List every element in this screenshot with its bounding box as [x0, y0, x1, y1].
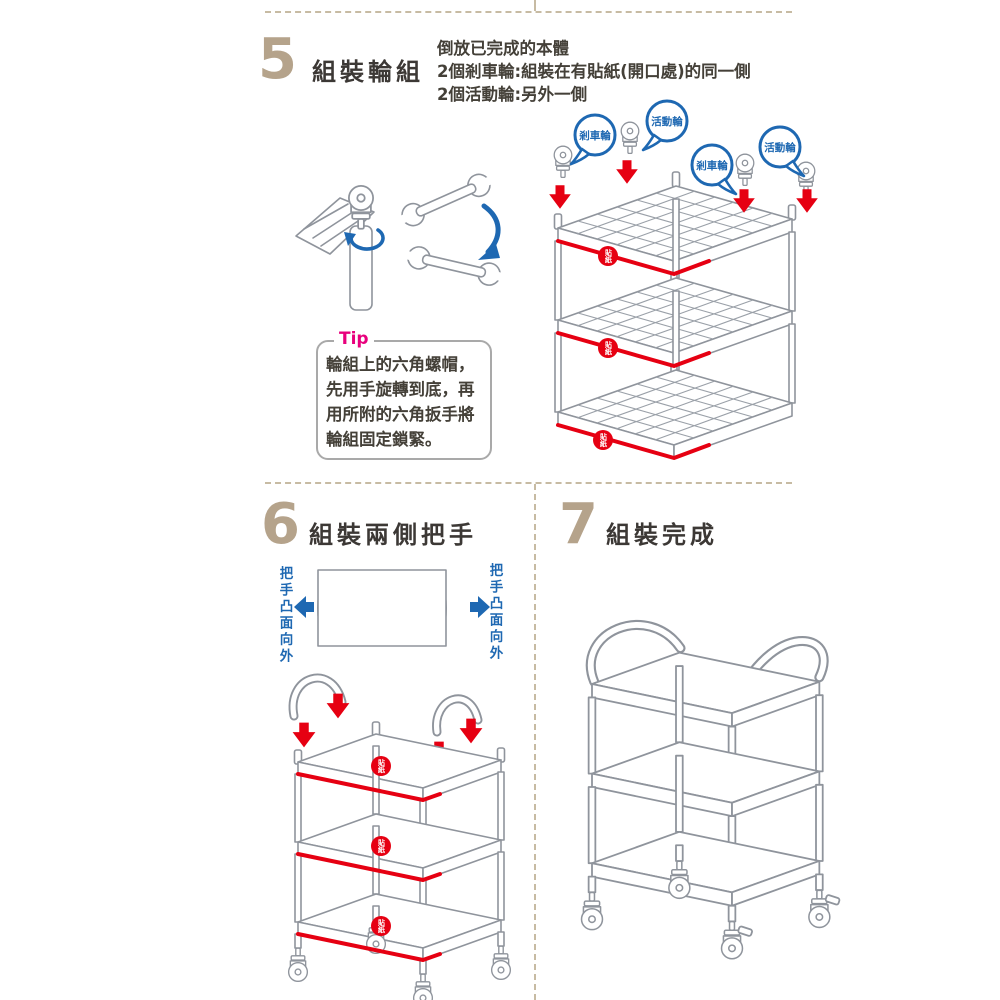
tip-line: 輪組固定鎖緊。: [326, 430, 442, 449]
rotate-arrow-icon: [344, 228, 385, 251]
brake-tab: [737, 894, 841, 937]
cart-tray: [591, 651, 821, 728]
cart-tray: [591, 830, 821, 907]
cart-tray: [297, 813, 502, 881]
caster-wheel-icon: [553, 145, 573, 179]
caster-wheel-icon: [735, 153, 755, 187]
tip-text: 輪組上的六角螺帽， 先用手旋轉到底，再 用所附的六角扳手將 輪組固定鎖緊。: [326, 352, 475, 452]
tip-box: [316, 340, 492, 460]
caster-wheel-icon: [620, 121, 640, 155]
caster-wheel-icon: [796, 161, 816, 195]
sticker-badge: 貼紙: [371, 756, 391, 776]
sticker-badge: 貼紙: [371, 916, 391, 936]
handle-note-left: 把手凸面向外: [276, 566, 293, 665]
tip-line: 先用手旋轉到底，再: [326, 380, 475, 399]
caster-wheel-icon: [490, 945, 512, 981]
wheel-label: 剎車輪: [578, 129, 611, 142]
tip-line: 用所附的六角扳手將: [326, 405, 475, 424]
wheel-label-bubble: 活動輪: [641, 99, 689, 152]
caster-wheel-icon: [287, 947, 309, 983]
tip-line: 輪組上的六角螺帽，: [326, 355, 475, 374]
step7-title: 組裝完成: [606, 521, 718, 549]
step6-title: 組裝兩側把手: [309, 521, 477, 549]
cart-tray: [297, 733, 502, 801]
wheel-label-bubble: 剎車輪: [569, 113, 617, 166]
step7-number: 7: [559, 492, 598, 557]
sticker-badge: 貼紙: [593, 430, 613, 450]
wheel-label-bubble: 活動輪: [758, 125, 806, 178]
step5-number: 5: [258, 27, 297, 92]
handle-install-cart-diagram: [287, 673, 512, 1000]
sticker-badge: 貼紙: [598, 338, 618, 358]
step5-instruction-line: 2個剎車輪:組裝在有貼紙(開口處)的同一側: [437, 62, 751, 81]
step6-number: 6: [261, 492, 300, 557]
tray-topview: [317, 569, 447, 647]
divider-vertical: [534, 484, 536, 1000]
cart-tray: [297, 893, 502, 961]
caster-wheel-icon: [412, 973, 434, 1000]
cart-tray: [557, 369, 793, 459]
down-arrow-icon: [292, 722, 316, 748]
turn-arrow-icon: [478, 203, 501, 260]
tip-label: Tip: [334, 331, 374, 348]
step5-instruction-line: 倒放已完成的本體: [437, 39, 569, 58]
sticker-badge: 貼紙: [371, 836, 391, 856]
sticker-badge: 貼紙: [598, 246, 618, 266]
down-arrow-icon: [796, 189, 818, 213]
down-arrow-icon: [616, 160, 638, 184]
completed-cart-diagram: [580, 619, 841, 960]
down-arrow-icon: [326, 693, 350, 719]
completed-cart: [580, 619, 841, 960]
handle-topview-diagram: [294, 569, 490, 647]
wheel-label: 活動輪: [764, 141, 796, 154]
step5-title: 組裝輪組: [312, 58, 424, 86]
left-arrow-icon: [294, 596, 314, 618]
wheel-assembly-diagram: [295, 168, 506, 311]
wrench-icon: [395, 168, 497, 232]
wheel-label: 活動輪: [651, 115, 683, 128]
divider-top: [265, 11, 792, 13]
down-arrow-icon: [549, 185, 571, 209]
wheel-label-bubble: 剎車輪: [690, 143, 738, 196]
upside-down-cart-diagram: 剎車輪 活動輪 剎車輪 活動輪: [549, 99, 818, 460]
step5-instruction-line: 2個活動輪:另外一側: [437, 85, 588, 104]
divider-middle: [265, 482, 792, 484]
wheel-label: 剎車輪: [695, 159, 728, 172]
divider-top-tick: [534, 0, 536, 11]
right-arrow-icon: [470, 596, 490, 618]
handle-note-right: 把手凸面向外: [486, 563, 503, 662]
caster-wheel-icon: [580, 891, 604, 931]
cart-tray: [591, 741, 821, 818]
sticker-side-marks: [296, 772, 442, 962]
step5-instructions: 倒放已完成的本體 2個剎車輪:組裝在有貼紙(開口處)的同一側 2個活動輪:另外一…: [437, 37, 751, 106]
handle-icon: [288, 673, 483, 737]
